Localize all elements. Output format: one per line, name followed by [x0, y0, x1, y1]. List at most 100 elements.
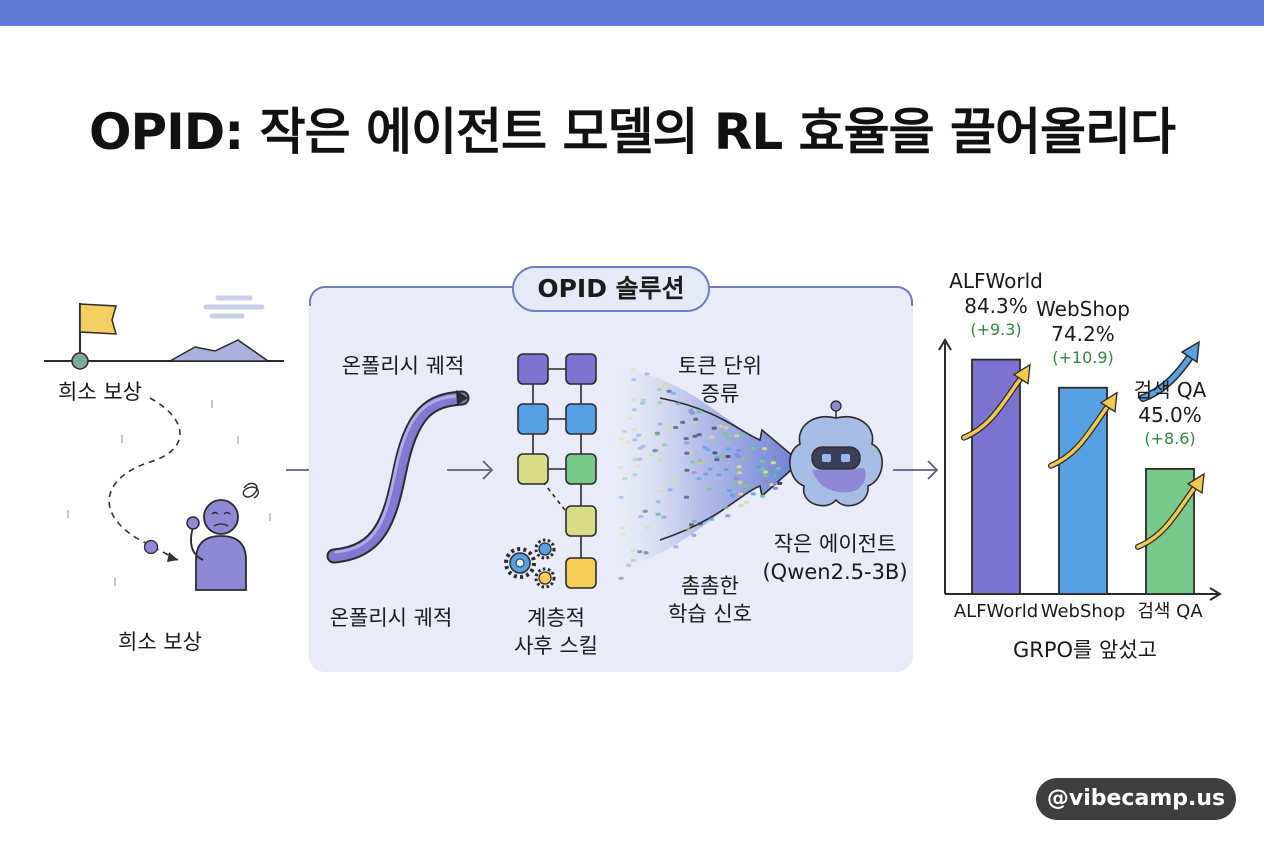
confused-agent-icon — [186, 482, 259, 591]
token-particle — [667, 488, 673, 492]
token-particle — [627, 416, 633, 420]
token-particle — [657, 422, 663, 426]
token-particle — [648, 453, 654, 457]
arrow-to-results-icon — [893, 460, 939, 480]
token-particle — [772, 486, 778, 490]
token-particle — [716, 473, 722, 477]
token-distillation-line1: 토큰 단위 — [678, 354, 762, 378]
skill-node — [565, 505, 597, 537]
mountain-icon — [167, 339, 271, 362]
token-particle — [723, 426, 729, 430]
token-particle — [632, 438, 638, 442]
arrow-to-skills-icon — [447, 460, 494, 480]
bar-trend-arrow — [1049, 399, 1113, 468]
token-distillation-funnel — [606, 368, 802, 580]
cloud-icon — [203, 295, 265, 319]
token-particle — [736, 449, 741, 452]
dashed-search-path — [108, 397, 181, 561]
token-particle — [688, 408, 694, 412]
token-particle — [707, 467, 713, 471]
token-particle — [684, 526, 690, 530]
hindsight-skills-line1: 계층적 — [527, 606, 585, 630]
bar-trend-arrowhead — [1099, 391, 1118, 413]
token-particle — [763, 470, 768, 474]
chart-x-label: GRPO를 앞섰고 — [1012, 638, 1157, 662]
sparse-ticks — [67, 400, 271, 586]
token-particle — [738, 492, 744, 496]
token-particle — [684, 468, 690, 472]
bar — [971, 358, 1021, 595]
skill-node — [517, 353, 549, 385]
goal-flag-icon — [71, 303, 118, 370]
token-particle — [741, 457, 747, 461]
token-particle — [732, 481, 738, 485]
token-particle — [734, 453, 739, 457]
token-particle — [722, 431, 728, 435]
token-particle — [684, 441, 689, 445]
token-particle — [630, 549, 636, 552]
token-particle — [739, 433, 745, 437]
small-agent-line1: 작은 에이전트 — [773, 532, 897, 556]
token-particle — [744, 500, 749, 504]
gear-icon — [504, 538, 556, 589]
token-particle — [642, 509, 648, 513]
token-particle — [653, 448, 659, 452]
token-particle — [690, 460, 696, 464]
bar-delta-label: (+10.9) — [1052, 347, 1114, 367]
token-particle — [730, 493, 736, 497]
token-particle — [697, 522, 703, 526]
bar-series-label: ALFWorld — [949, 268, 1043, 293]
token-particle — [636, 433, 641, 437]
token-particle — [691, 519, 697, 523]
token-particle — [703, 472, 709, 476]
small-agent-label: 작은 에이전트 (Qwen2.5-3B) — [750, 530, 920, 586]
token-particle — [702, 445, 708, 449]
token-particle — [645, 526, 651, 530]
token-particle — [654, 432, 660, 436]
token-particle — [684, 451, 690, 455]
token-particle — [663, 383, 669, 386]
token-particle — [734, 434, 740, 438]
token-particle — [657, 388, 662, 392]
token-particle — [643, 551, 649, 555]
token-particle — [711, 426, 717, 430]
skill-node — [517, 403, 549, 435]
token-particle — [733, 476, 739, 480]
x-tick-label: ALFWorld — [953, 601, 1039, 622]
token-particle — [632, 428, 638, 432]
token-particle — [635, 464, 641, 468]
skill-node — [517, 453, 549, 485]
token-particle — [723, 468, 729, 472]
bar-value-label: 74.2% — [1051, 321, 1115, 346]
token-particle — [777, 481, 783, 485]
bar-trend-arrow — [962, 371, 1026, 440]
token-particle — [630, 558, 636, 562]
token-particle — [772, 481, 778, 485]
bar-trend-arrowhead — [1012, 363, 1031, 385]
token-particle — [705, 448, 711, 452]
token-particle — [736, 471, 742, 475]
token-particle — [658, 451, 664, 455]
token-particle — [737, 480, 743, 484]
token-particle — [618, 466, 623, 470]
bar-value-label: 84.3% — [964, 293, 1028, 318]
bar — [1145, 467, 1195, 595]
token-particle — [683, 437, 689, 441]
token-particle — [619, 437, 625, 441]
token-particle — [691, 533, 697, 537]
trajectory-label-bottom: 온폴리시 궤적 — [329, 606, 453, 630]
token-particle — [626, 564, 631, 568]
x-axis-arrowhead — [1209, 587, 1222, 601]
token-particle — [657, 401, 663, 405]
trajectory-ribbon-icon — [326, 390, 470, 564]
token-particle — [655, 500, 661, 504]
token-particle — [697, 461, 703, 465]
token-particle — [760, 460, 766, 464]
token-particle — [725, 447, 731, 451]
token-particle — [670, 391, 676, 395]
token-particle — [763, 474, 769, 478]
token-particle — [696, 410, 702, 414]
